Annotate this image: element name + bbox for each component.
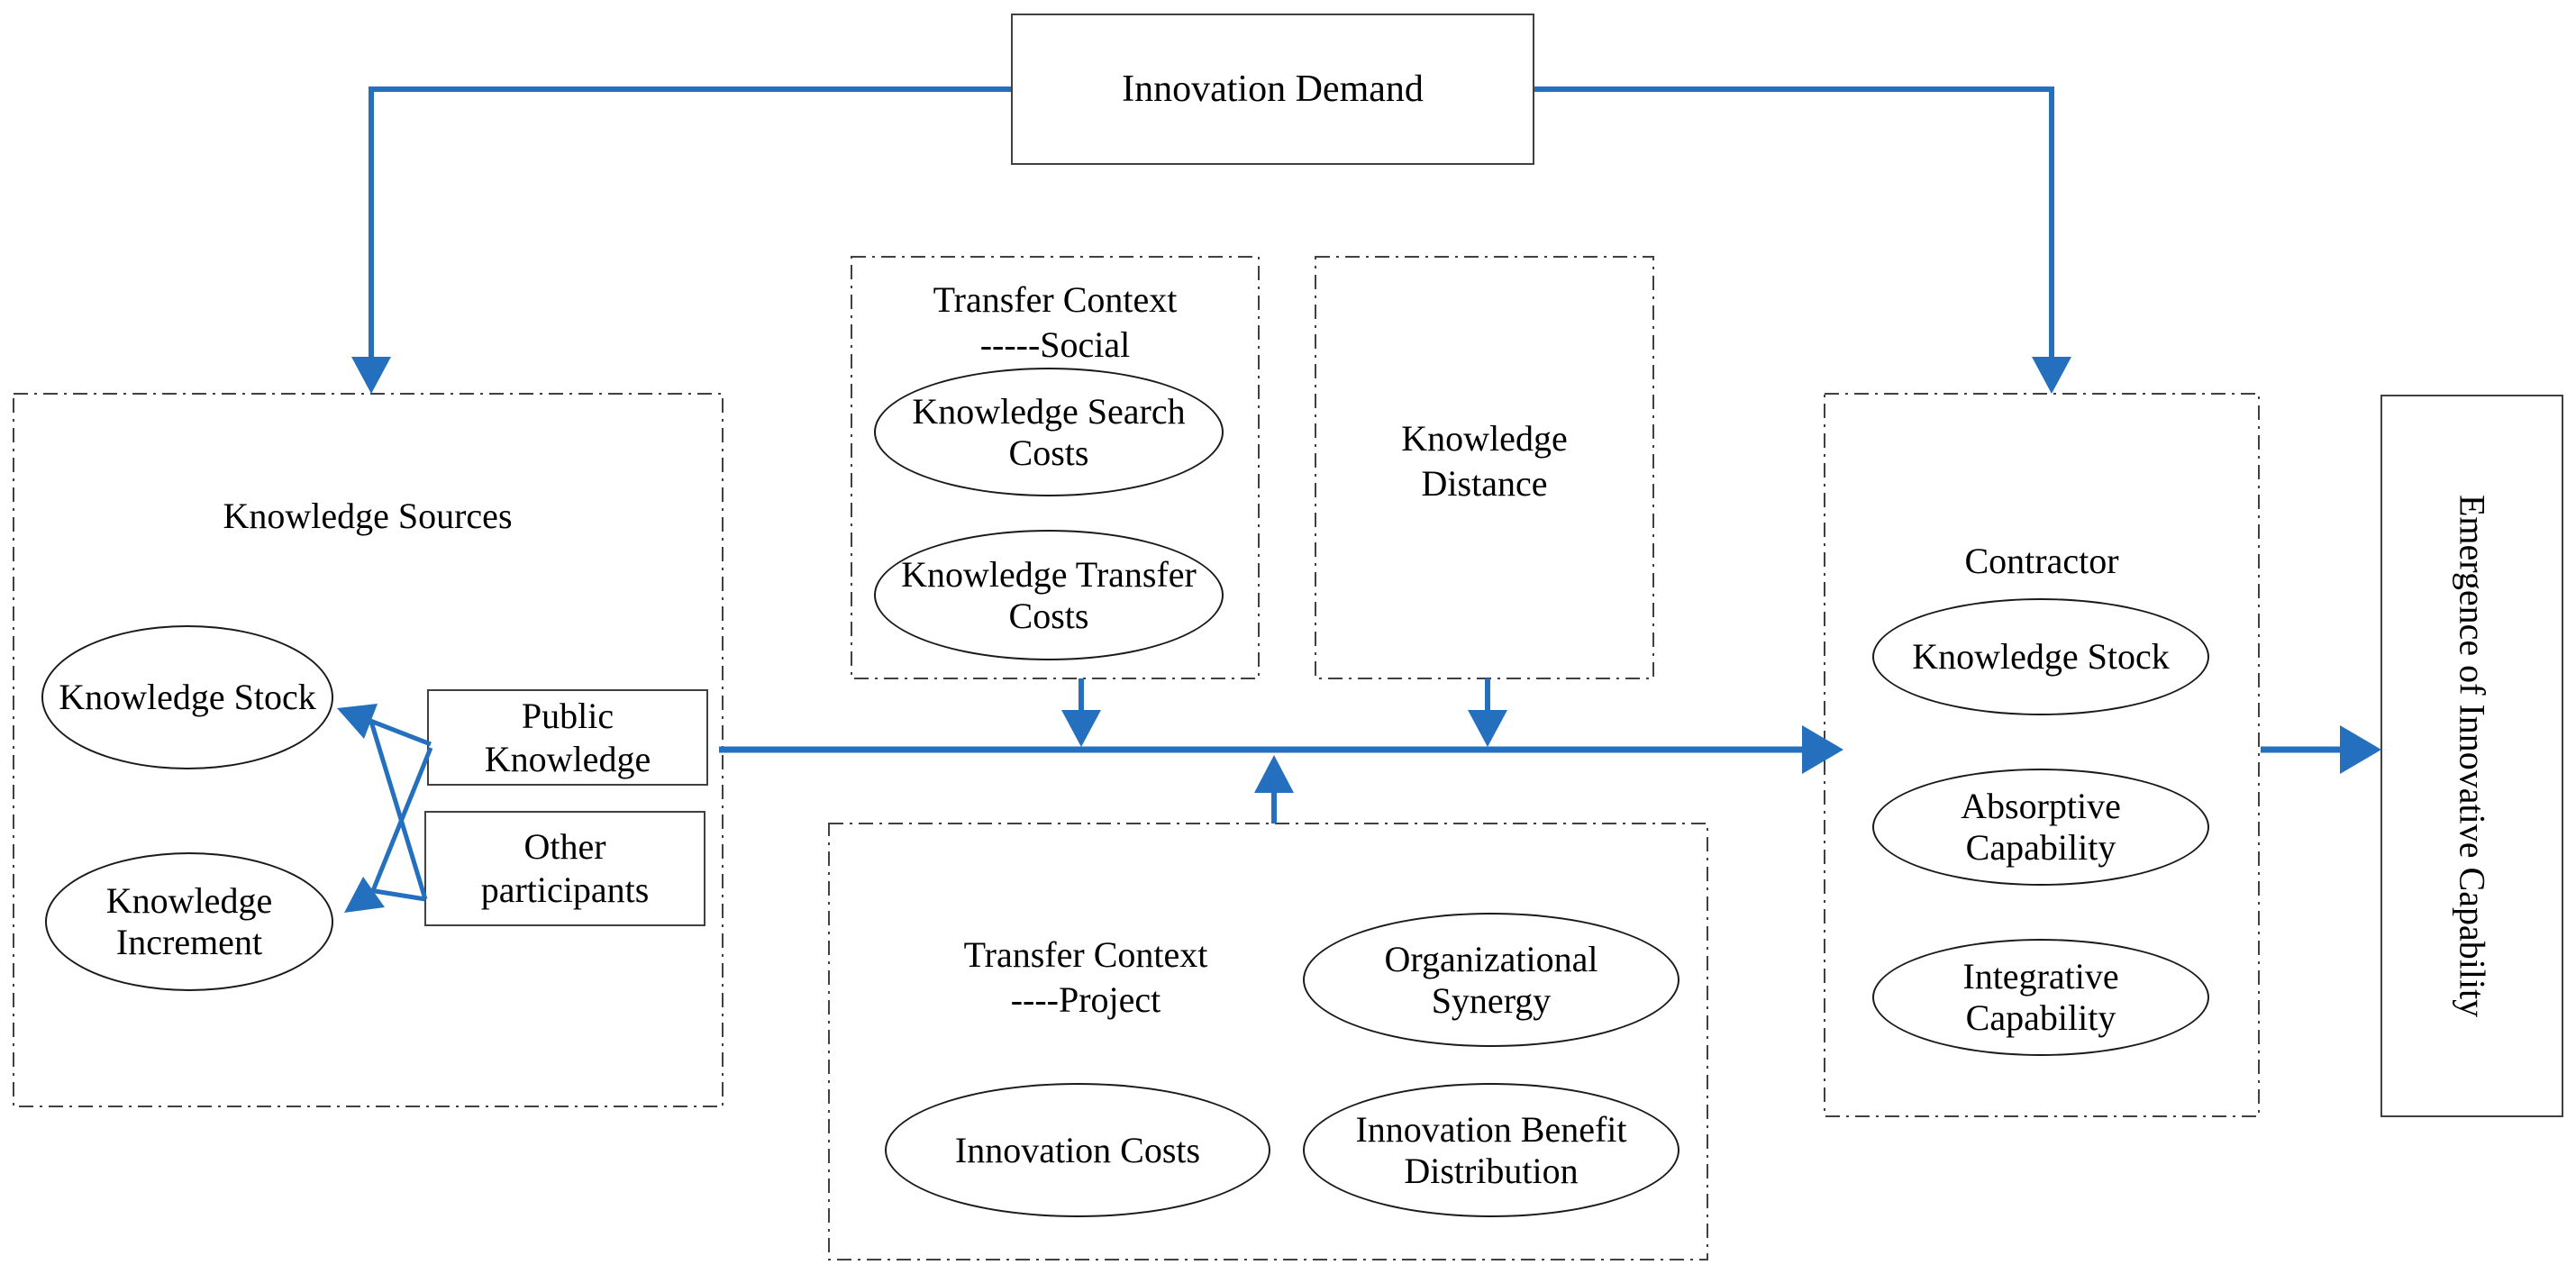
arrows-sources-internal <box>337 704 433 913</box>
knowledge-transfer-costs-ellipse: Knowledge Transfer Costs <box>874 530 1224 660</box>
innovation-costs-ellipse: Innovation Costs <box>885 1083 1270 1217</box>
arrow-distance-to-flow <box>1468 678 1507 747</box>
arrow-demand-to-contractor <box>1534 86 2071 394</box>
arrowhead-to-knowledge-increment <box>344 877 385 913</box>
arrow-social-to-flow <box>1061 678 1101 747</box>
arrowhead-to-knowledge-stock <box>337 704 378 739</box>
contractor-knowledge-stock-ellipse: Knowledge Stock <box>1872 598 2209 715</box>
arrow-project-to-flow <box>1254 755 1294 824</box>
knowledge-stock-ellipse: Knowledge Stock <box>41 625 333 769</box>
knowledge-search-costs-ellipse: Knowledge Search Costs <box>874 368 1224 496</box>
transfer-context-project-title: Transfer Context ----Project <box>963 934 1208 1020</box>
public-knowledge-box: Public Knowledge <box>427 689 708 786</box>
innovation-demand-box: Innovation Demand <box>1011 14 1534 165</box>
knowledge-sources-title: Knowledge Sources <box>223 496 513 536</box>
transfer-context-social-title: Transfer Context -----Social <box>933 279 1178 365</box>
other-participants-box: Other participants <box>424 811 705 926</box>
contractor-title: Contractor <box>1964 541 2119 581</box>
knowledge-distance-label: Knowledge Distance <box>1401 418 1568 504</box>
arrow-contractor-to-emergence <box>2261 725 2381 774</box>
innovation-benefit-distribution-ellipse: Innovation Benefit Distribution <box>1303 1083 1679 1217</box>
knowledge-increment-ellipse: Knowledge Increment <box>45 852 333 991</box>
integrative-capability-ellipse: Integrative Capability <box>1872 939 2209 1056</box>
organizational-synergy-ellipse: Organizational Synergy <box>1303 913 1679 1047</box>
arrow-main-flow <box>719 725 1843 774</box>
emergence-of-innovative-capability-box: Emergence of Innovative Capability <box>2380 395 2563 1117</box>
absorptive-capability-ellipse: Absorptive Capability <box>1872 769 2209 886</box>
